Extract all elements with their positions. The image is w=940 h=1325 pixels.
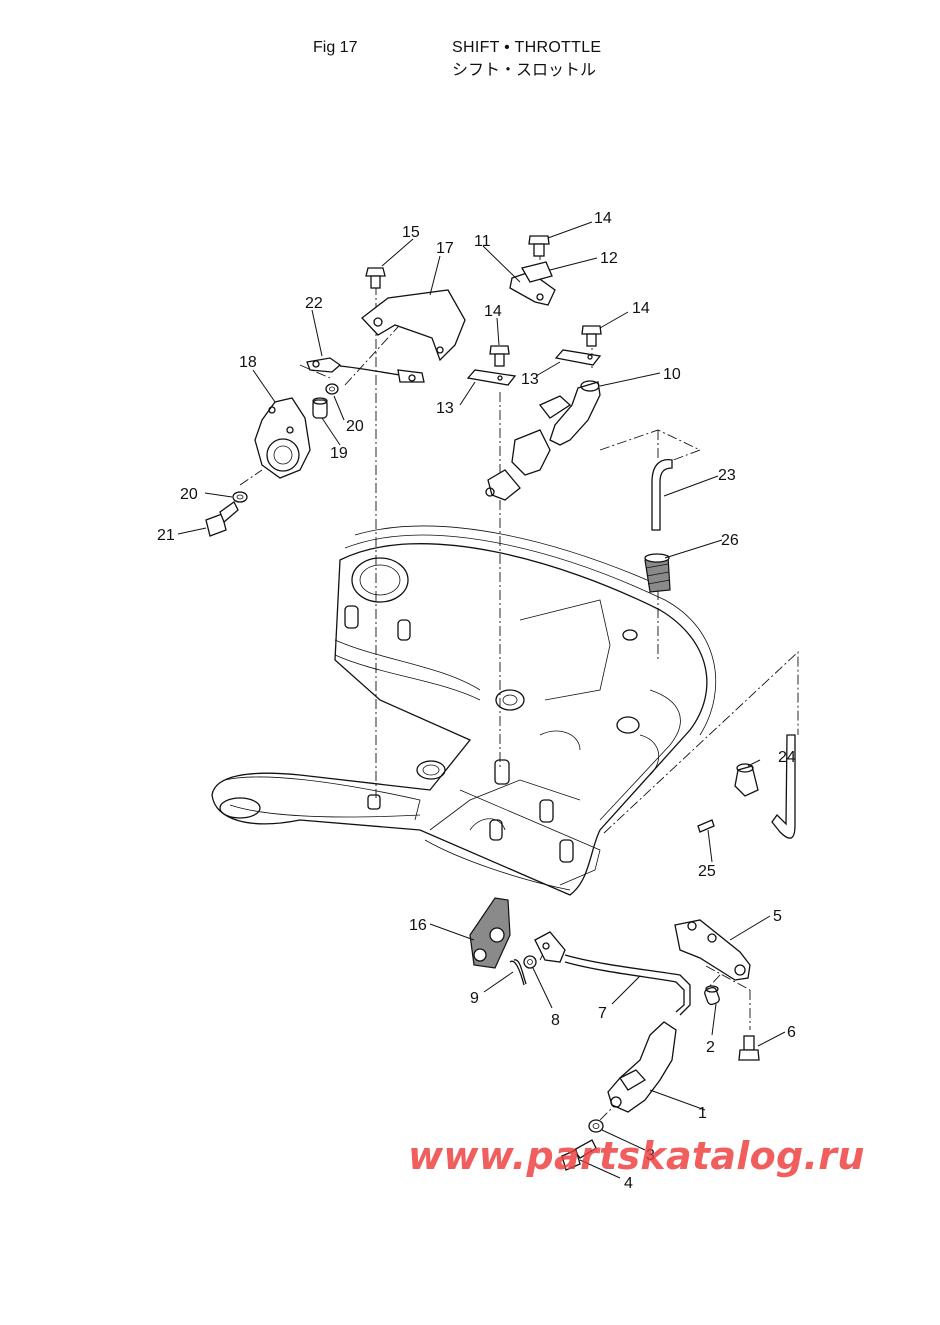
part-7-shift-rod [534, 931, 691, 1016]
part-18-throttle-cam [254, 397, 311, 479]
callout-5: 5 [773, 908, 782, 925]
part-6-bolt [738, 1035, 760, 1061]
callout-1: 1 [698, 1105, 707, 1122]
callout-20-a: 20 [346, 418, 364, 435]
part-4-bolt [561, 1139, 597, 1171]
part-15-bolt [365, 267, 386, 289]
part-20-washers [232, 383, 339, 503]
callout-9: 9 [470, 990, 479, 1007]
part-16-cover-plate [469, 897, 511, 969]
part-9-cotter-pin [509, 959, 527, 986]
callout-8: 8 [551, 1012, 560, 1029]
callout-22: 22 [305, 295, 323, 312]
part-22-rod [306, 357, 425, 383]
callout-23: 23 [718, 467, 736, 484]
callout-16: 16 [409, 917, 427, 934]
part-19-collar [312, 397, 328, 419]
callout-15: 15 [402, 224, 420, 241]
callout-11: 11 [474, 233, 491, 250]
part-1-shift-arm [607, 1021, 677, 1113]
part-24-cap-hose [734, 734, 796, 839]
part-25-pin [697, 819, 715, 833]
callout-13-a: 13 [521, 371, 539, 388]
callout-19: 19 [330, 445, 348, 462]
callout-14-b: 14 [632, 300, 650, 317]
callout-14-c: 14 [484, 303, 502, 320]
part-12-washer-plate [521, 261, 553, 283]
callout-17: 17 [436, 240, 454, 257]
part-26-grommet [644, 553, 671, 593]
callout-24: 24 [778, 749, 796, 766]
part-5-lever [674, 919, 751, 981]
part-2-collar [704, 985, 720, 1006]
figure-title-japanese: シフト・スロットル [452, 60, 597, 79]
part-3-washer [588, 1119, 604, 1133]
part-17-bracket [361, 289, 466, 362]
callout-21: 21 [157, 527, 175, 544]
callout-25: 25 [698, 863, 716, 880]
part-14-bolts [489, 235, 602, 367]
figure-title-english: SHIFT • THROTTLE [452, 39, 602, 56]
callout-13-b: 13 [436, 400, 454, 417]
leader-lines [177, 221, 786, 1179]
callout-4: 4 [624, 1175, 633, 1192]
callout-7: 7 [598, 1005, 607, 1022]
callout-18: 18 [239, 354, 257, 371]
figure-number: Fig 17 [313, 39, 358, 56]
bottom-cowling [211, 525, 717, 896]
callout-12: 12 [600, 250, 618, 267]
part-8-washer [523, 955, 537, 969]
part-21-bolt [205, 501, 239, 537]
callout-10: 10 [663, 366, 681, 383]
part-23-hose [651, 459, 673, 531]
watermark-url: www.partskatalog.ru [408, 1134, 865, 1178]
part-10-shift-lever [485, 380, 601, 501]
callout-20-b: 20 [180, 486, 198, 503]
callout-numbers: 1 2 3 4 5 6 7 8 9 10 11 12 13 13 14 14 1… [157, 210, 796, 1192]
callout-2: 2 [706, 1039, 715, 1056]
callout-26: 26 [721, 532, 739, 549]
part-13-plates [466, 349, 602, 386]
callout-14-a: 14 [594, 210, 612, 227]
callout-6: 6 [787, 1024, 796, 1041]
callout-3: 3 [646, 1147, 655, 1164]
